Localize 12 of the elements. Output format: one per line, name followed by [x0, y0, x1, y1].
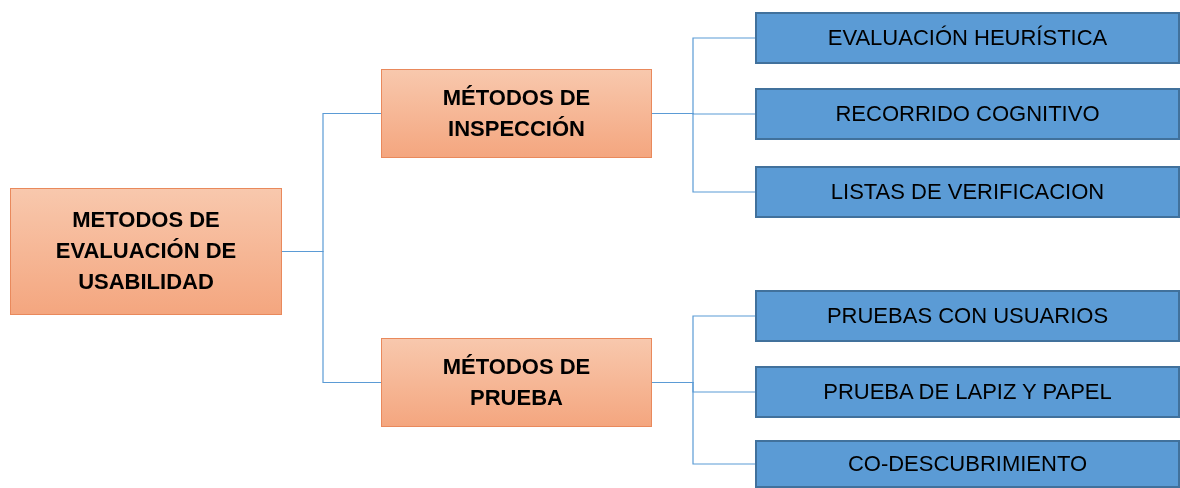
connector-line	[651, 112, 756, 193]
method-box: RECORRIDO COGNITIVO	[755, 88, 1180, 140]
category-box: METODOS DE EVALUACIÓN DE USABILIDAD	[10, 188, 282, 315]
method-box: PRUEBA DE LAPIZ Y PAPEL	[755, 366, 1180, 418]
connector-line	[281, 250, 382, 384]
method-box: LISTAS DE VERIFICACION	[755, 166, 1180, 218]
category-box: MÉTODOS DE PRUEBA	[381, 338, 652, 427]
method-box: PRUEBAS CON USUARIOS	[755, 290, 1180, 342]
connector-line	[651, 381, 756, 465]
category-box: MÉTODOS DE INSPECCIÓN	[381, 69, 652, 158]
method-box: EVALUACIÓN HEURÍSTICA	[755, 12, 1180, 64]
method-box: CO-DESCUBRIMIENTO	[755, 440, 1180, 488]
